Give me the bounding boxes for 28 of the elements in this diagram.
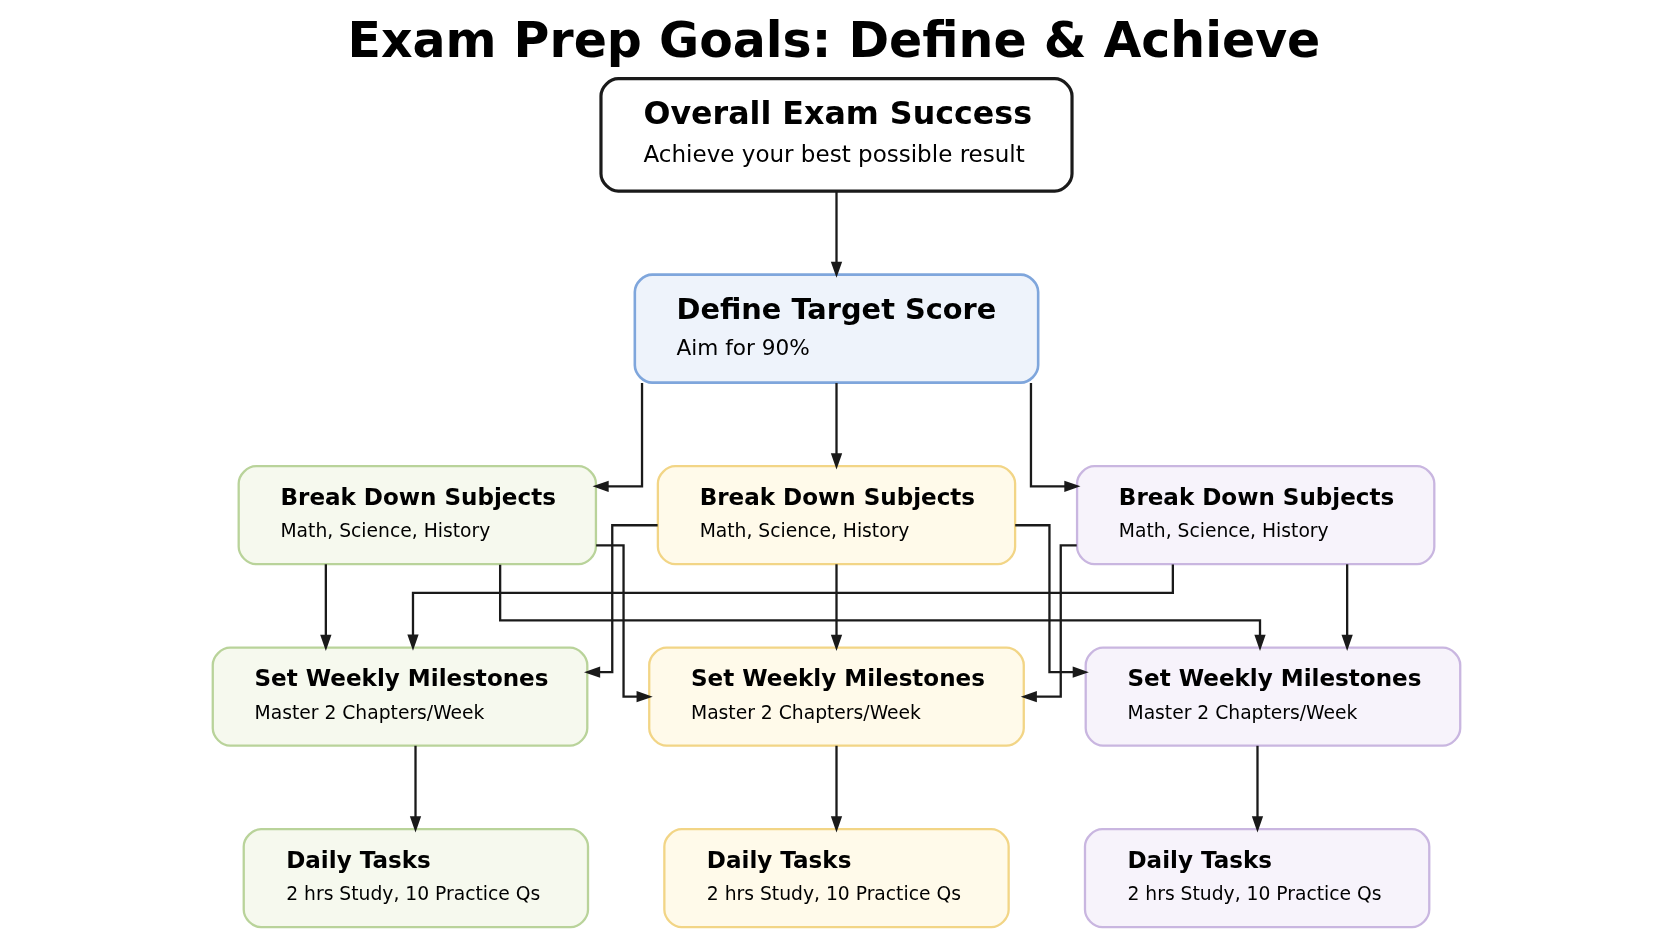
arrow <box>592 382 643 492</box>
node-box: Overall Exam Success Achieve your best possible result <box>598 77 1074 193</box>
node-box: Daily Tasks 2 hrs Study, 10 Practice Qs <box>242 828 589 929</box>
node-box: Daily Tasks 2 hrs Study, 10 Practice Qs <box>662 828 1010 929</box>
arrow <box>830 191 842 278</box>
node-box: Break Down Subjects Math, Science, History <box>237 465 597 566</box>
node-box: Break Down Subjects Math, Science, History <box>656 465 1016 566</box>
node-box: Daily Tasks 2 hrs Study, 10 Practice Qs <box>1083 828 1430 929</box>
arrow <box>319 564 331 651</box>
arrow <box>1020 544 1077 703</box>
arrow <box>409 745 421 833</box>
node-box: Define Target Score Aim for 90% <box>633 273 1039 384</box>
arrow <box>830 383 842 470</box>
arrow <box>595 544 653 703</box>
diagram-title: Exam Prep Goals: Define & Achieve <box>346 12 1320 70</box>
arrow <box>406 564 1174 651</box>
arrow <box>1029 382 1080 492</box>
node-box: Set Weekly Milestones Master 2 Chapters/Week <box>211 646 588 747</box>
arrow <box>830 564 842 651</box>
arrow <box>583 524 658 678</box>
arrow <box>1014 524 1089 678</box>
arrow <box>498 564 1266 651</box>
arrow <box>1251 745 1263 833</box>
node-box: Set Weekly Milestones Master 2 Chapters/Week <box>1084 646 1461 747</box>
arrow <box>830 745 842 833</box>
arrow <box>1341 564 1353 651</box>
node-box: Break Down Subjects Math, Science, History <box>1075 465 1435 566</box>
node-box: Set Weekly Milestones Master 2 Chapters/Week <box>647 646 1025 747</box>
